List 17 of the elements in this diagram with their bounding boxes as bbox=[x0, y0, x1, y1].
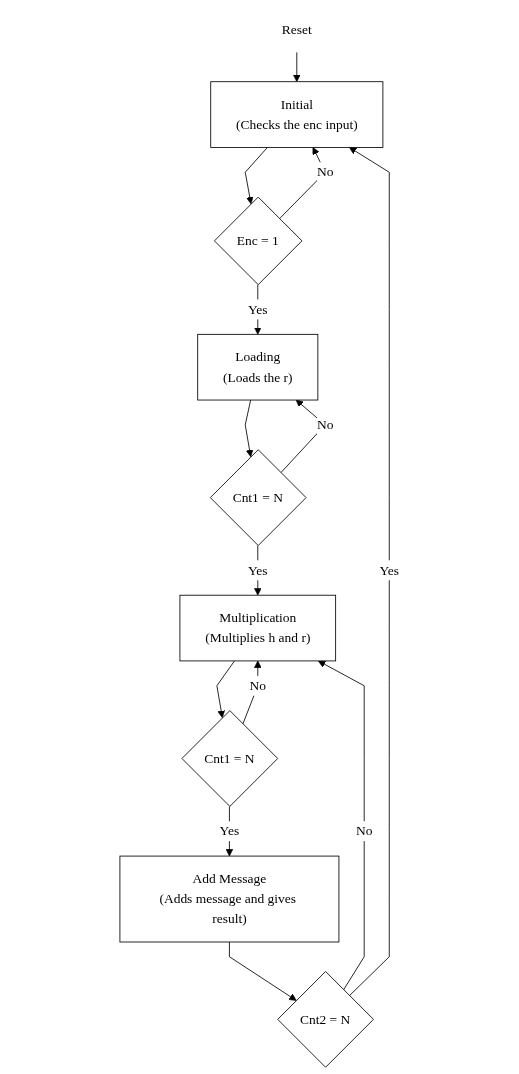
edge-label: No bbox=[355, 823, 373, 838]
node-diamond: Cnt1 = N bbox=[209, 449, 307, 546]
edge-label: Yes bbox=[247, 562, 268, 578]
node-box: Add Message (Adds message and gives result) bbox=[119, 855, 340, 943]
node-box: Loading (Loads the r) bbox=[197, 333, 319, 401]
edge-label: No bbox=[316, 417, 334, 432]
node-box: Multiplication (Multiplies h and r) bbox=[179, 594, 337, 662]
edge-label: Yes bbox=[379, 562, 400, 578]
edge-label: Yes bbox=[219, 823, 240, 838]
node-diamond: Enc = 1 bbox=[214, 196, 303, 286]
node-diamond: Cnt2 = N bbox=[277, 971, 374, 1068]
edge-label: No bbox=[249, 678, 267, 693]
edge-label: Yes bbox=[247, 301, 268, 317]
node-text: Reset bbox=[281, 21, 312, 37]
edge-label: No bbox=[316, 164, 334, 179]
node-box: Initial (Checks the enc input) bbox=[210, 81, 384, 148]
node-diamond: Cnt1 = N bbox=[181, 710, 279, 807]
